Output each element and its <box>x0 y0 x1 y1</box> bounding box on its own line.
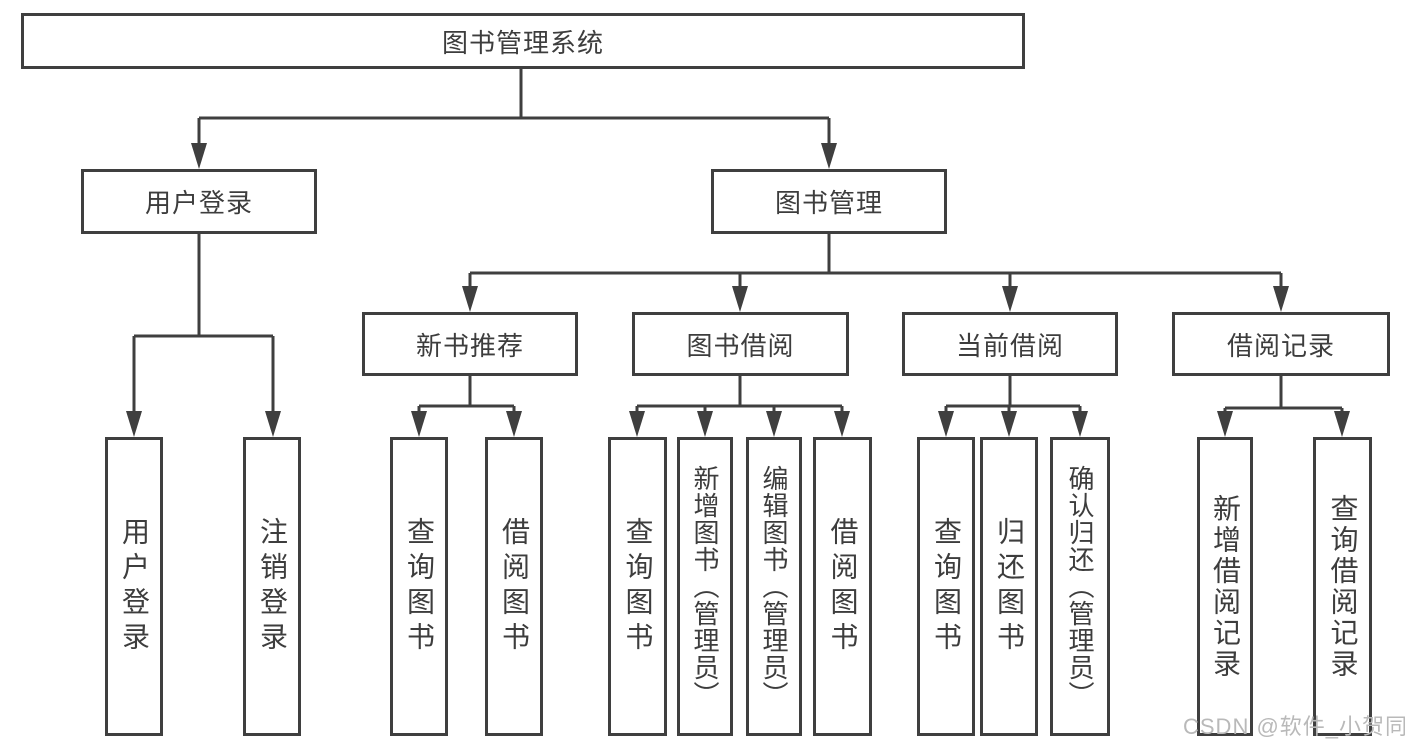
node-current-borrowing: 当前借阅 <box>902 312 1118 376</box>
leaf-edit-book-admin: 编辑图书（管理员） <box>746 437 802 736</box>
leaf-add-borrow-record: 新增借阅记录 <box>1197 437 1253 736</box>
node-book-borrowing: 图书借阅 <box>632 312 849 376</box>
watermark-text: CSDN @软件_小贺同学 <box>1183 714 1405 739</box>
node-root-system: 图书管理系统 <box>21 13 1025 69</box>
leaf-recommend-query-book: 查询图书 <box>390 437 448 736</box>
leaf-recommend-borrow-book: 借阅图书 <box>485 437 543 736</box>
leaf-borrowing-borrow-book: 借阅图书 <box>813 437 872 736</box>
node-new-book-recommend: 新书推荐 <box>362 312 578 376</box>
node-book-management-module: 图书管理 <box>711 169 947 234</box>
connector-lines <box>132 69 1344 414</box>
leaf-query-borrow-record: 查询借阅记录 <box>1313 437 1372 736</box>
leaf-current-query-book: 查询图书 <box>917 437 975 736</box>
node-user-login-module: 用户登录 <box>81 169 317 234</box>
leaf-user-login: 用户登录 <box>105 437 163 736</box>
leaf-add-book-admin: 新增图书（管理员） <box>677 437 733 736</box>
connector-arrowheads <box>126 143 1350 437</box>
leaf-logout: 注销登录 <box>243 437 301 736</box>
leaf-return-book: 归还图书 <box>980 437 1038 736</box>
leaf-borrowing-query-book: 查询图书 <box>608 437 667 736</box>
leaf-confirm-return-admin: 确认归还（管理员） <box>1050 437 1110 736</box>
node-borrowing-records: 借阅记录 <box>1172 312 1390 376</box>
